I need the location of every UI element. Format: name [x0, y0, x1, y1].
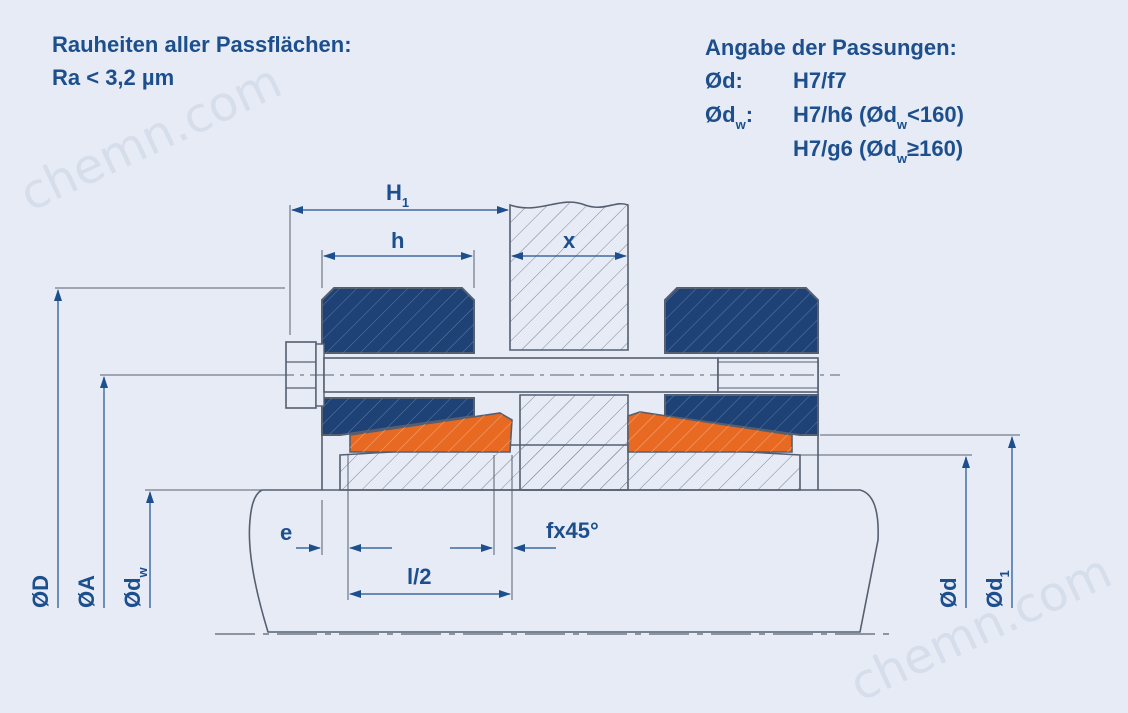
fits-row-2-symbol: Ødw:: [705, 102, 754, 132]
fits-row-3-value: H7/g6 (Ødw≥160): [793, 136, 964, 166]
label-D: ØD: [28, 575, 53, 608]
fits-row-1-value: H7/f7: [793, 68, 847, 93]
label-dw: Ødw: [120, 566, 150, 608]
roughness-value: Ra < 3,2 µm: [52, 65, 175, 90]
roughness-title: Rauheiten aller Passflächen:: [52, 32, 352, 57]
fits-row-2-value: H7/h6 (Ødw<160): [793, 102, 964, 132]
label-H1: H1: [386, 180, 409, 210]
label-d: Ød: [936, 577, 961, 608]
fits-title: Angabe der Passungen:: [705, 35, 957, 60]
label-x: x: [563, 228, 576, 253]
label-d1: Ød1: [982, 570, 1012, 608]
hub: [509, 201, 629, 351]
label-h: h: [391, 228, 404, 253]
label-A: ØA: [74, 575, 99, 608]
shaft: [248, 489, 879, 633]
label-fx45: fx45°: [546, 518, 599, 543]
label-e: e: [280, 520, 292, 545]
label-l2: l/2: [407, 564, 431, 589]
fits-row-1-symbol: Ød:: [705, 68, 743, 93]
